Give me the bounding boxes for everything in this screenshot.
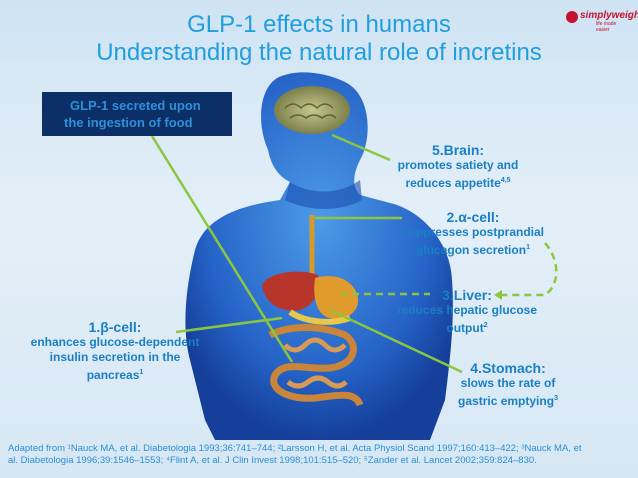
callout-line-2: the ingestion of food [64, 115, 193, 130]
alpha-cell-label: 2.α-cell: suppresses postprandial glucag… [398, 210, 548, 258]
connector-arrowhead [494, 290, 502, 300]
liver-label: 3.Liver: reduces hepatic glucose output2 [392, 288, 542, 336]
pointer-lines [150, 133, 463, 374]
stomach-label: 4.Stomach: slows the rate of gastric emp… [438, 361, 578, 409]
logo-text: simplyweight [580, 10, 638, 21]
beta-line-2: insulin secretion in the [49, 350, 181, 364]
logo-mark-icon [566, 11, 578, 23]
intestines-organ [268, 324, 364, 407]
brain-line-1: promotes satiety and [397, 158, 519, 172]
simplyweight-logo: simplyweight life made easier [566, 10, 638, 33]
liver-line-2: output2 [446, 321, 488, 335]
liver-line-1: reduces hepatic glucose [396, 303, 538, 317]
beta-cell-label: 1.β-cell: enhances glucose-dependent ins… [10, 320, 220, 383]
brain-heading: 5.Brain: [431, 142, 485, 158]
callout-line-1: GLP-1 secreted upon [70, 98, 201, 113]
logo-tagline: life made easier [596, 21, 617, 33]
alpha-heading: 2.α-cell: [446, 209, 500, 225]
brain-line-2: reduces appetite4,5 [405, 176, 511, 190]
pointer-callout [150, 135, 294, 363]
stomach-line-2: gastric emptying3 [458, 394, 558, 408]
title-line-1: GLP-1 effects in humans [187, 11, 451, 38]
liver-heading: 3.Liver: [442, 287, 492, 303]
footer-line-2: al. Diabetologia 1996;39:1546–1553; ⁴Fli… [8, 455, 537, 466]
stomach-line-1: slows the rate of [460, 376, 556, 390]
liver-organ [262, 271, 320, 311]
beta-line-1: enhances glucose-dependent [30, 335, 200, 349]
alpha-line-1: suppresses postprandial [401, 225, 545, 239]
brain-organ [274, 86, 350, 134]
brain-folds [284, 103, 337, 119]
stomach-organ [314, 276, 359, 319]
pointer-brain [331, 133, 391, 162]
brain-label: 5.Brain: promotes satiety and reduces ap… [388, 143, 528, 191]
pointer-stomach [329, 308, 463, 374]
footer-line-1: Adapted from ¹Nauck MA, et al. Diabetolo… [8, 443, 582, 454]
alpha-line-2: glucagon secretion1 [416, 243, 530, 257]
references-footer: Adapted from ¹Nauck MA, et al. Diabetolo… [8, 443, 628, 467]
body-silhouette [185, 72, 453, 440]
beta-heading: 1.β-cell: [88, 319, 142, 335]
beta-line-3: pancreas1 [86, 368, 144, 382]
title-line-2: Understanding the natural role of incret… [96, 39, 542, 66]
pointer-beta [175, 316, 283, 334]
pancreas-organ [288, 309, 351, 325]
stomach-heading: 4.Stomach: [470, 360, 546, 376]
glp1-callout: GLP-1 secreted upon the ingestion of foo… [42, 92, 232, 136]
neck-shade [285, 180, 362, 209]
